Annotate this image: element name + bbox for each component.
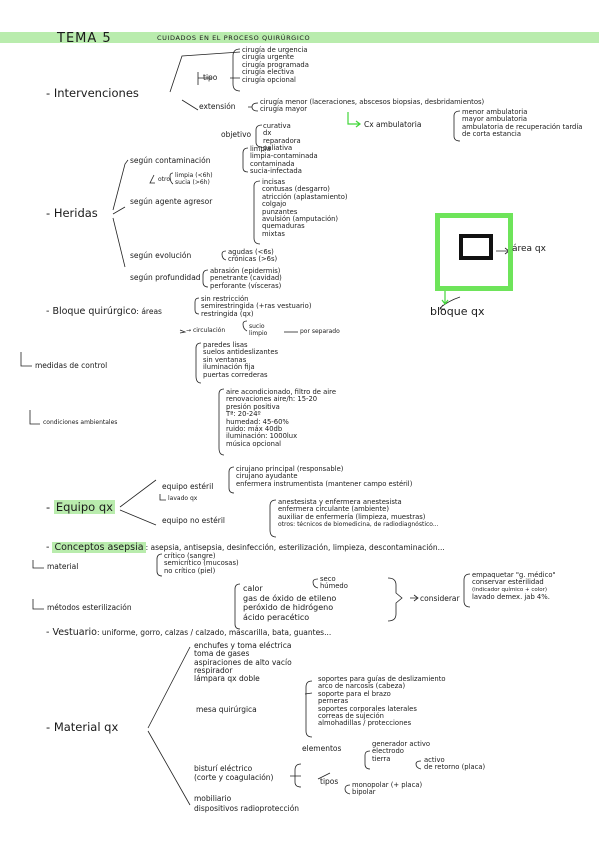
considerar-items: empaquetar "g. médico"conservar esterili… [472, 571, 556, 602]
material-riesgo-label: material [47, 562, 79, 571]
contaminacion-label: según contaminación [130, 156, 211, 165]
esteril-items: cirujano principal (responsable)cirujano… [236, 465, 413, 488]
tipos-label: tipos [320, 777, 339, 786]
extension-label: extensión [199, 102, 236, 111]
tipos-items: monopolar (+ placa)bipolar [352, 781, 423, 797]
esteril-label: equipo estéril [162, 482, 214, 491]
evolucion-items: agudas (<6s)crónicas (>6s) [228, 248, 278, 264]
mesa-label: mesa quirúrgica [196, 705, 257, 714]
elementos-label: elementos [302, 744, 342, 753]
otro-items: limpia (<6h)sucia (>6h) [175, 172, 213, 186]
bisturi-label: bisturí eléctrico(corte y coagulación) [194, 764, 274, 782]
circulacion-result: por separado [300, 328, 340, 335]
cx-ambulatoria-label: Cx ambulatoria [364, 120, 422, 129]
extension-items: cirugía menor (laceraciones, abscesos bi… [260, 98, 485, 114]
circulacion-label: → circulación [186, 327, 226, 334]
section-material: - Material qx [46, 720, 119, 734]
no-esteril-label: equipo no estéril [162, 516, 225, 525]
section-heridas: - Heridas [46, 206, 98, 220]
page-title: TEMA 5 [57, 31, 112, 46]
medidas-label: medidas de control [35, 361, 108, 370]
lavado-label: lavado qx [168, 495, 198, 502]
title-highlight-bar [0, 32, 599, 43]
page-subtitle: CUIDADOS EN EL PROCESO QUIRÚRGICO [157, 34, 311, 42]
considerar-label: considerar [420, 594, 460, 603]
section-intervenciones: - Intervenciones [46, 86, 139, 100]
agente-label: según agente agresor [130, 197, 213, 206]
section-vestuario: - Vestuario: uniforme, gorro, calzas / c… [46, 627, 332, 638]
material-riesgo-items: crítico (sangre)semicrítico (mucosas)no … [164, 552, 239, 575]
otro-label: otro [158, 176, 171, 183]
metodos-label: métodos esterilización [47, 603, 132, 612]
bloque-qx-square [435, 213, 513, 291]
section-equipo: - Equipo qx [46, 500, 115, 514]
area-qx-square [459, 234, 493, 260]
section-bloque: - Bloque quirúrgico: áreas [46, 306, 162, 317]
bloque-qx-label: bloque qx [430, 305, 485, 318]
section-conceptos: - Conceptos asepsia: asepsia, antisepsia… [46, 542, 445, 553]
profundidad-items: abrasión (epidermis)penetrante (cavidad)… [210, 267, 282, 290]
profundidad-label: según profundidad [130, 273, 201, 282]
evolucion-label: según evolución [130, 251, 192, 260]
condiciones-label: condiciones ambientales [43, 419, 118, 426]
area-qx-label: área qx [512, 244, 546, 254]
tipo-label: tipo [203, 73, 218, 82]
objetivo-label: objetivo [221, 130, 252, 139]
